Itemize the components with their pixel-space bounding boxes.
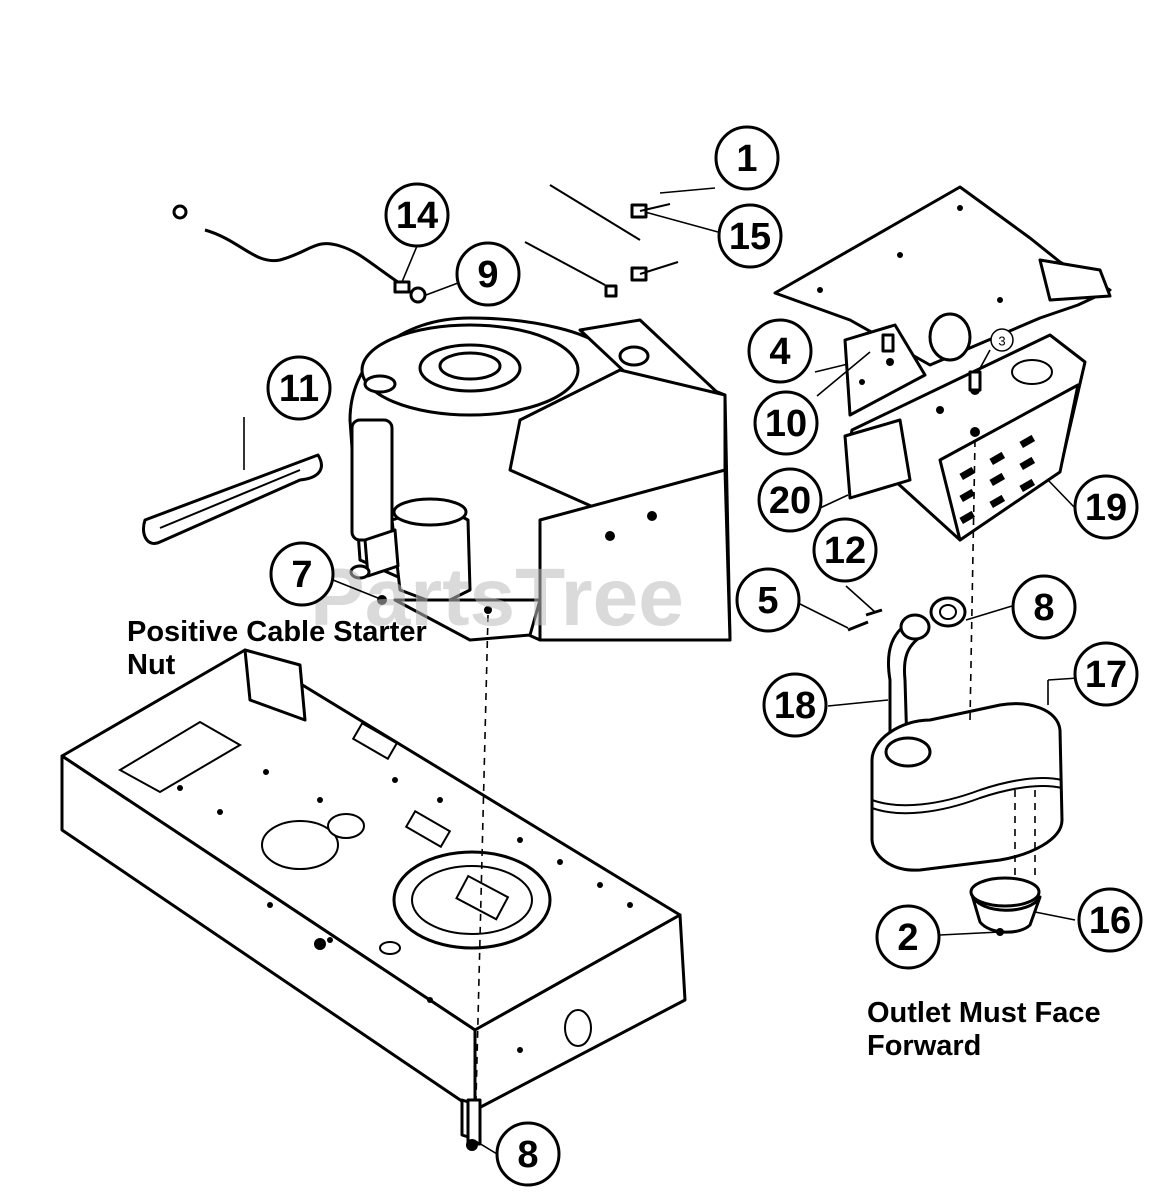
heat-shield-tube <box>142 453 323 545</box>
svg-text:8: 8 <box>517 1134 538 1176</box>
callout-5: 5 <box>735 567 801 633</box>
svg-text:3: 3 <box>998 334 1005 349</box>
callout-8-gasket: 8 <box>1011 574 1077 640</box>
cables <box>172 184 679 304</box>
callout-2: 2 <box>875 904 941 970</box>
callout-7: 7 <box>269 541 335 607</box>
svg-text:1: 1 <box>736 138 757 180</box>
callout-9: 9 <box>455 241 521 307</box>
callout-18: 18 <box>762 672 828 738</box>
svg-text:2: 2 <box>897 917 918 959</box>
svg-text:10: 10 <box>765 403 807 445</box>
svg-text:18: 18 <box>774 685 816 727</box>
svg-text:16: 16 <box>1089 900 1131 942</box>
svg-text:15: 15 <box>729 216 771 258</box>
svg-text:8: 8 <box>1033 587 1054 629</box>
outlet-note-line2: Forward <box>867 1030 982 1062</box>
svg-text:4: 4 <box>769 331 790 373</box>
svg-text:20: 20 <box>769 480 811 522</box>
callout-15: 15 <box>717 203 783 269</box>
watermark: PartsTree <box>310 552 684 643</box>
callout-17: 17 <box>1073 641 1139 707</box>
svg-text:7: 7 <box>291 554 312 596</box>
callout-1: 1 <box>714 125 780 191</box>
fasteners <box>466 333 982 1151</box>
callout-11: 11 <box>266 355 332 421</box>
frame-chassis <box>60 648 687 1142</box>
callout-20: 20 <box>757 467 823 533</box>
svg-text:19: 19 <box>1085 487 1127 529</box>
callout-19: 19 <box>1073 474 1139 540</box>
muffler-bracket <box>773 185 1112 417</box>
callout-3: 3 <box>990 328 1014 352</box>
svg-text:14: 14 <box>396 195 438 237</box>
starter-nut-note-line1: Positive Cable Starter <box>127 616 427 648</box>
starter-nut-note-line2: Nut <box>127 649 176 681</box>
svg-text:17: 17 <box>1085 654 1127 696</box>
callout-16: 16 <box>1077 887 1143 953</box>
svg-text:9: 9 <box>477 254 498 296</box>
starter-nut-note: Positive Cable Starter Nut <box>127 616 427 682</box>
muffler <box>870 702 1064 872</box>
exhaust-deflector <box>969 876 1042 936</box>
callout-14: 14 <box>384 182 450 248</box>
svg-text:5: 5 <box>757 580 778 622</box>
svg-text:11: 11 <box>279 368 319 410</box>
outlet-direction-note: Outlet Must Face Forward <box>867 997 1101 1063</box>
callout-10: 10 <box>753 390 819 456</box>
callout-4: 4 <box>747 318 813 384</box>
callout-8-bolt: 8 <box>495 1121 561 1187</box>
leader-lines <box>243 187 1079 1155</box>
engine <box>348 316 732 642</box>
callout-12: 12 <box>812 517 878 583</box>
heat-shield <box>843 333 1087 542</box>
svg-text:12: 12 <box>824 530 866 572</box>
outlet-note-line1: Outlet Must Face <box>867 997 1101 1029</box>
assembly-lines <box>475 439 1036 1101</box>
